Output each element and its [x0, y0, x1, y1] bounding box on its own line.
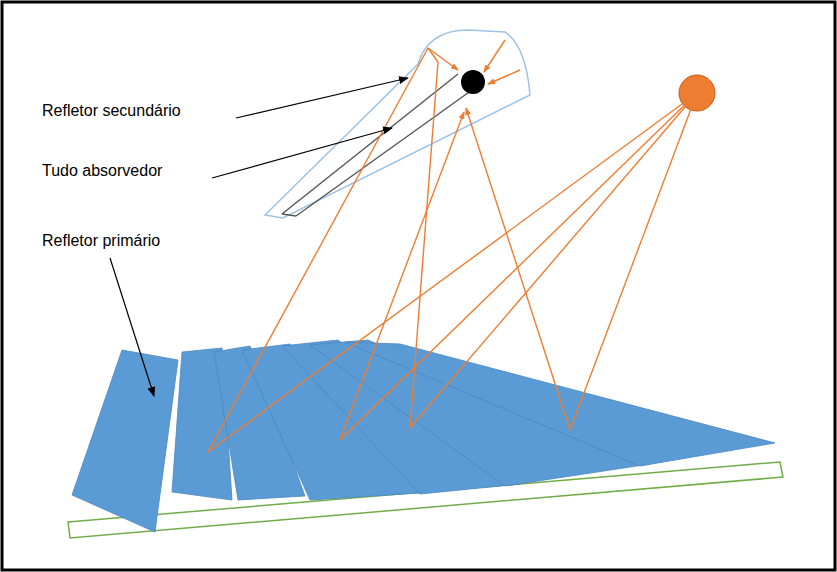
primary-reflector [72, 340, 775, 532]
part-label: Refletor primário [42, 231, 160, 250]
part-label: Refletor secundário [42, 101, 181, 120]
secondary-reflector [265, 30, 530, 218]
absorber-tube-end [461, 70, 485, 94]
absorber-tube [282, 74, 472, 216]
part-label: Tudo absorvedor [42, 161, 162, 180]
sun-rays [208, 40, 697, 452]
